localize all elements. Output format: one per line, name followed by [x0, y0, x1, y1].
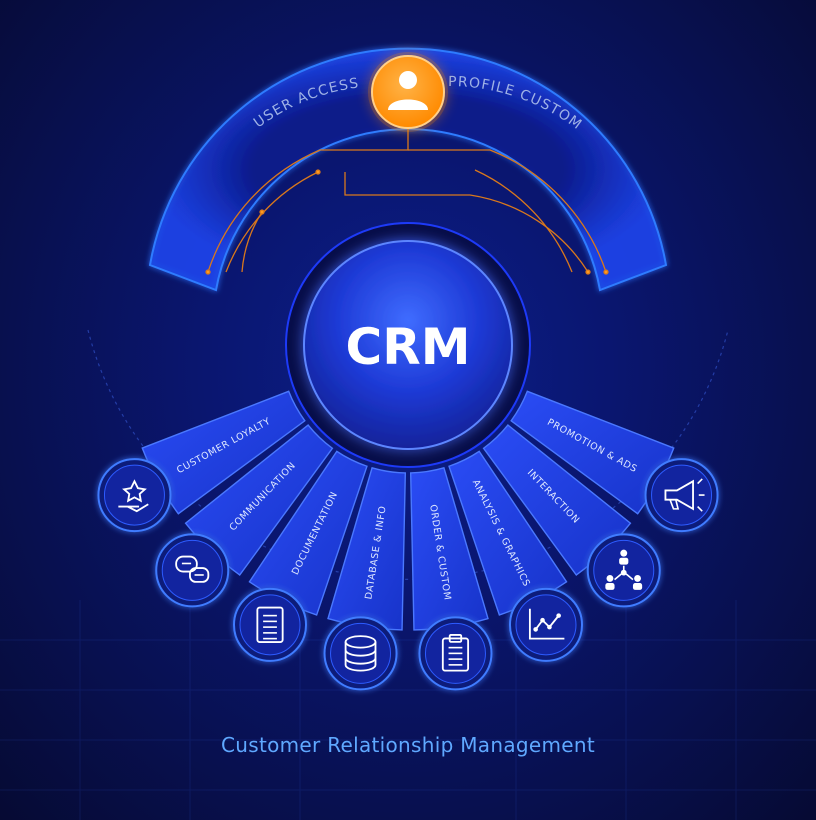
segment-database-and-info[interactable]: DATABASE & INFO — [323, 466, 407, 691]
segment-shape — [409, 466, 489, 631]
segment-customer-loyalty[interactable]: CUSTOMER LOYALTY — [97, 390, 306, 533]
line-graph-icon[interactable] — [508, 587, 583, 662]
megaphone-icon[interactable] — [644, 458, 719, 533]
segment-shape — [510, 390, 675, 515]
footer-title: Customer Relationship Management — [221, 733, 595, 757]
star-hand-icon[interactable] — [97, 458, 172, 533]
segment-order-and-custom[interactable]: ORDER & CUSTOM — [409, 466, 493, 691]
user-node[interactable] — [368, 52, 448, 132]
document-icon[interactable] — [233, 587, 308, 662]
segment-shape — [327, 466, 407, 631]
segment-shape — [482, 424, 632, 576]
clipboard-icon[interactable] — [418, 616, 493, 691]
network-people-icon[interactable] — [586, 533, 661, 608]
background-grid — [0, 600, 816, 820]
chat-bubbles-icon[interactable] — [155, 533, 230, 608]
segment-communication[interactable]: COMMUNICATION — [155, 424, 334, 608]
database-icon[interactable] — [323, 616, 398, 691]
user-icon — [388, 71, 428, 110]
segment-shape — [141, 390, 306, 515]
segment-interaction[interactable]: INTERACTION — [482, 424, 661, 608]
crm-segments: CUSTOMER LOYALTYCOMMUNICATIONDOCUMENTATI… — [97, 390, 719, 691]
center-circle — [303, 240, 513, 450]
orange-connector-lines — [205, 128, 609, 275]
segment-analysis-and-graphics[interactable]: ANALYSIS & GRAPHICS — [448, 450, 583, 662]
segment-shape — [184, 424, 334, 576]
segment-shape — [248, 450, 368, 616]
crm-title: CRM — [346, 318, 471, 376]
segment-shape — [448, 450, 568, 616]
upper-halo-arc — [148, 47, 668, 292]
